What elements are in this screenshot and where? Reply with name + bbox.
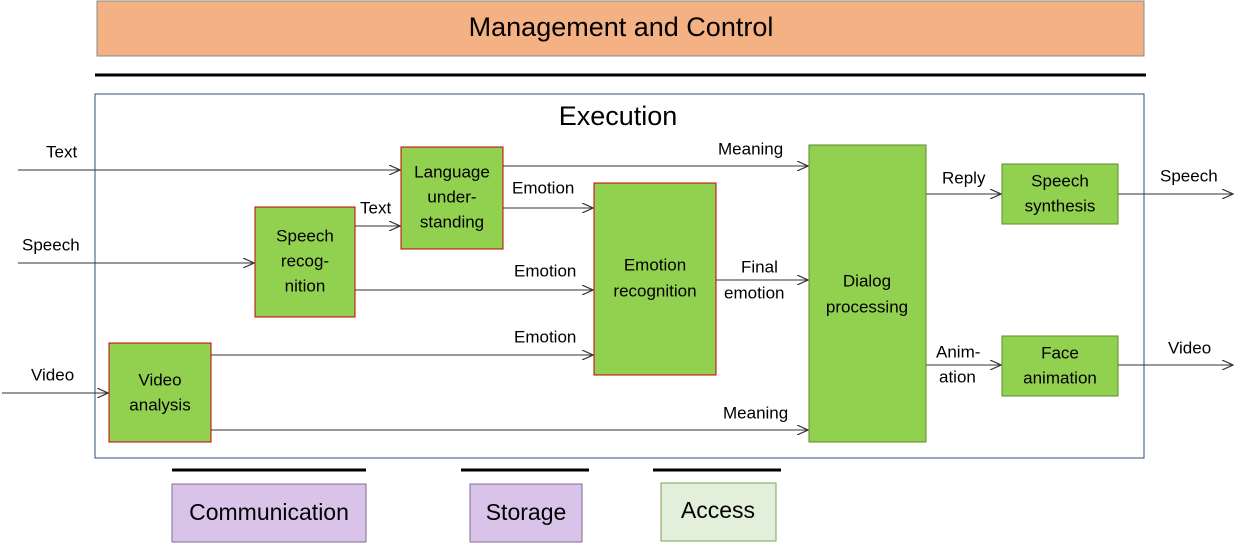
footer-access: Access: [653, 468, 781, 542]
svg-text:Video: Video: [138, 370, 181, 389]
header-title: Management and Control: [469, 12, 774, 42]
edge-animation-2: ation: [939, 367, 976, 386]
svg-text:Language: Language: [414, 162, 490, 181]
input-speech-label: Speech: [22, 235, 80, 254]
svg-text:Speech: Speech: [1031, 171, 1089, 190]
edge-emotion-lu: Emotion: [512, 178, 574, 197]
edge-emotion-va: Emotion: [514, 327, 576, 346]
execution-title: Execution: [559, 101, 678, 131]
svg-text:under-: under-: [427, 187, 476, 206]
svg-text:Dialog: Dialog: [843, 271, 891, 290]
input-video-label: Video: [31, 365, 74, 384]
svg-text:Speech: Speech: [276, 226, 334, 245]
edge-meaning-top: Meaning: [718, 139, 783, 158]
output-video-label: Video: [1168, 338, 1211, 357]
execution-frame: Execution: [94, 93, 1145, 459]
edge-emotion-sr: Emotion: [514, 261, 576, 280]
svg-text:Emotion: Emotion: [624, 255, 686, 274]
svg-text:recog-: recog-: [281, 251, 329, 270]
svg-text:Access: Access: [681, 497, 755, 523]
svg-text:analysis: analysis: [129, 395, 190, 414]
arrows: [2, 166, 1233, 430]
svg-text:standing: standing: [420, 212, 484, 231]
svg-text:nition: nition: [285, 276, 326, 295]
module-dialog-processing: Dialog processing: [808, 144, 927, 443]
edge-final-emotion-2: emotion: [724, 283, 784, 302]
footer-communication: Communication: [171, 468, 367, 543]
module-language-understanding: Language under- standing: [400, 146, 504, 250]
svg-text:recognition: recognition: [613, 281, 696, 300]
svg-text:Communication: Communication: [189, 499, 349, 525]
input-text-label: Text: [46, 142, 77, 161]
svg-text:synthesis: synthesis: [1025, 196, 1096, 215]
module-emotion-recognition: Emotion recognition: [593, 182, 717, 376]
svg-text:Face: Face: [1041, 343, 1079, 362]
svg-text:Storage: Storage: [486, 499, 567, 525]
edge-reply: Reply: [942, 168, 986, 187]
footer-storage: Storage: [461, 468, 589, 543]
edge-final-emotion-1: Final: [741, 257, 778, 276]
module-speech-recognition: Speech recog- nition: [254, 206, 356, 318]
edge-text-sr: Text: [360, 198, 391, 217]
edge-meaning-bottom: Meaning: [723, 403, 788, 422]
output-speech-label: Speech: [1160, 166, 1218, 185]
module-speech-synthesis: Speech synthesis: [1001, 163, 1119, 225]
svg-text:processing: processing: [826, 297, 908, 316]
module-face-animation: Face animation: [1001, 335, 1119, 397]
svg-text:animation: animation: [1023, 368, 1097, 387]
management-control-header: Management and Control: [96, 0, 1145, 57]
edge-animation-1: Anim-: [936, 342, 980, 361]
module-video-analysis: Video analysis: [108, 342, 212, 443]
